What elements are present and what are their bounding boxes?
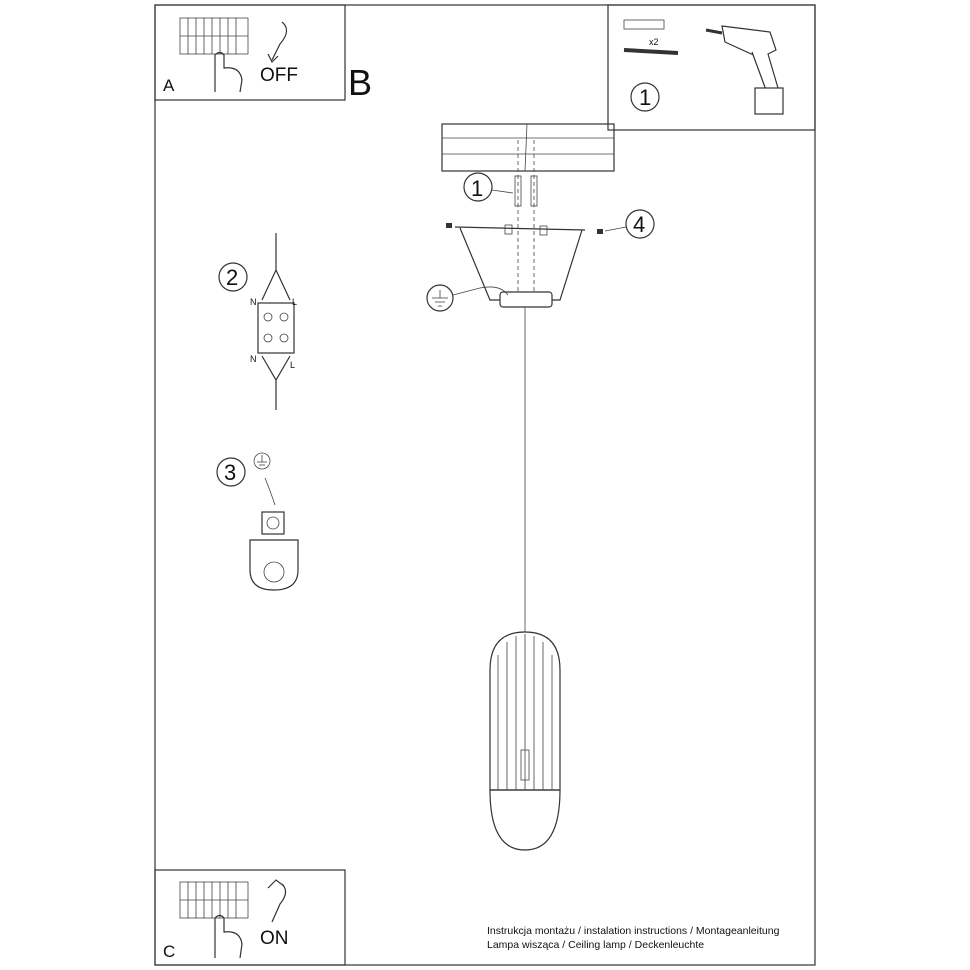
terminal-block xyxy=(257,233,295,410)
panel-c: C ON xyxy=(154,869,346,966)
step-4-callout: 4 xyxy=(633,212,645,237)
step-1-callout: 1 xyxy=(471,176,483,201)
on-label: ON xyxy=(260,928,289,949)
quantity-label: x2 xyxy=(649,37,659,47)
terminal-l-top: L xyxy=(292,297,297,307)
off-label: OFF xyxy=(260,65,298,86)
mounting-bracket xyxy=(454,224,586,301)
drill-icon xyxy=(705,25,784,115)
screw-icon xyxy=(623,48,679,55)
canopy xyxy=(499,291,553,308)
terminal-l-bottom: L xyxy=(290,360,295,370)
step-2-callout: 2 xyxy=(226,265,238,290)
lamp-icon xyxy=(489,631,561,851)
hand-icon xyxy=(214,914,243,959)
screw-icon xyxy=(446,223,603,234)
switchboard-icon xyxy=(179,17,249,55)
ceiling-block xyxy=(441,123,615,172)
tools-step-number: 1 xyxy=(639,85,651,110)
arrow-icon xyxy=(271,21,288,61)
switchboard-icon xyxy=(179,881,249,919)
tools-panel: x2 1 xyxy=(607,4,816,131)
terminal-n-bottom: N xyxy=(250,354,257,364)
footer-instructions: Instrukcja montażu / instalation instruc… xyxy=(487,925,780,937)
arrow-icon xyxy=(271,883,287,923)
terminal-n-top: N xyxy=(250,297,257,307)
panel-c-letter: C xyxy=(163,942,175,961)
ground-icon xyxy=(253,452,271,470)
hand-icon xyxy=(214,51,243,93)
ground-icon xyxy=(426,284,481,312)
step-3-callout: 3 xyxy=(224,460,236,485)
wall-plug-icon xyxy=(623,19,665,30)
panel-a-letter: A xyxy=(163,76,175,95)
ground-terminal xyxy=(249,511,299,591)
page-frame xyxy=(154,4,816,966)
footer-product: Lampa wisząca / Ceiling lamp / Deckenleu… xyxy=(487,939,704,951)
panel-b-letter: B xyxy=(348,62,372,103)
panel-a: A OFF xyxy=(154,4,346,101)
